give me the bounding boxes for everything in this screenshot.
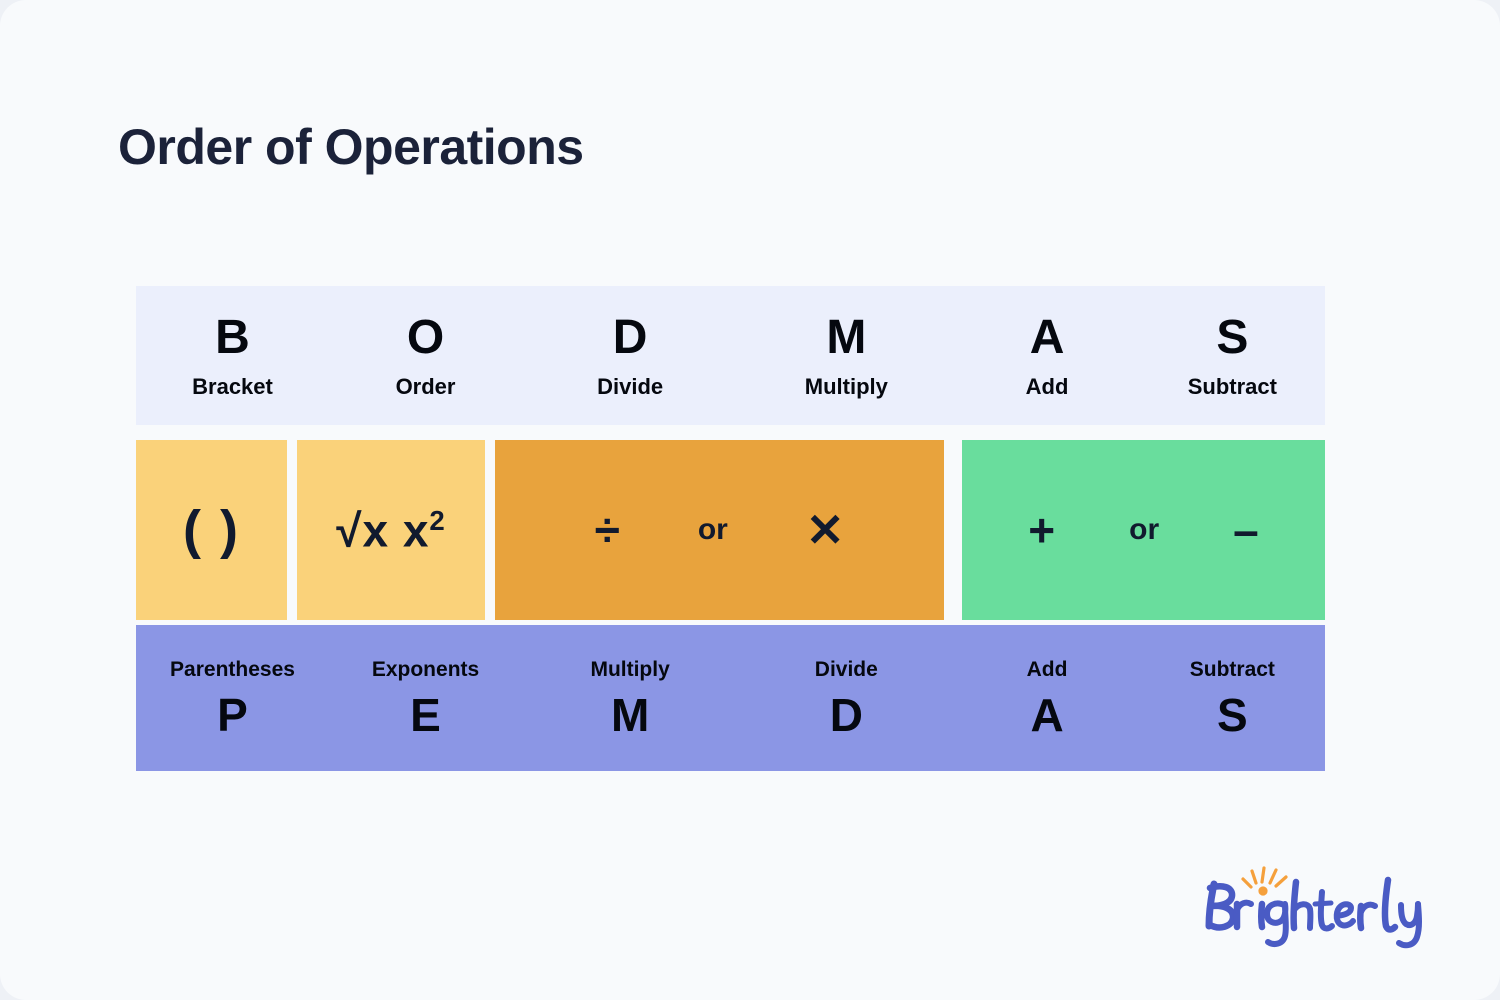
bodmas-word-divide: Divide <box>597 373 664 399</box>
bodmas-word-order: Order <box>395 373 456 399</box>
pemdas-letter-p: P <box>217 688 248 741</box>
bodmas-letter-b: B <box>215 310 250 364</box>
pemdas-letter-d: D <box>829 688 863 741</box>
bodmas-letter-d: D <box>612 310 648 364</box>
pemdas-word-multiply: Multiply <box>590 657 670 681</box>
bodmas-cell-divide: D Divide <box>522 310 738 399</box>
brighterly-wordmark <box>1205 876 1422 949</box>
or-label-multiply-divide: or <box>697 513 728 546</box>
pemdas-word-parentheses: Parentheses <box>170 657 295 681</box>
sunburst-core-icon <box>1258 886 1268 896</box>
bodmas-letter-m: M <box>826 310 867 364</box>
exponent-base-symbol: x <box>402 504 430 557</box>
symbol-row: ( ) √x x2 ÷ or ✕ + or – <box>136 440 1325 620</box>
pemdas-word-divide: Divide <box>814 657 878 681</box>
bodmas-word-bracket: Bracket <box>192 373 273 399</box>
pemdas-letter-a: A <box>1030 688 1064 741</box>
pemdas-cell-add: Add A <box>954 659 1139 738</box>
add-subtract-group: + or – <box>962 507 1325 553</box>
pemdas-word-add: Add <box>1026 657 1068 681</box>
bodmas-cell-order: O Order <box>329 310 522 399</box>
bodmas-letter-s: S <box>1216 310 1249 364</box>
pemdas-cell-subtract: Subtract S <box>1140 659 1325 738</box>
bodmas-letter-o: O <box>406 310 445 364</box>
pemdas-word-subtract: Subtract <box>1189 657 1275 681</box>
bodmas-word-add: Add <box>1025 373 1069 399</box>
symbol-block-parentheses: ( ) <box>136 440 287 620</box>
pemdas-cell-exponents: Exponents E <box>329 659 522 738</box>
divide-symbol: ÷ <box>594 504 620 556</box>
pemdas-cell-parentheses: Parentheses P <box>136 659 329 738</box>
symbol-block-exponent: √x x2 <box>297 440 485 620</box>
plus-symbol: + <box>1028 504 1056 556</box>
page-title: Order of Operations <box>118 119 584 175</box>
pemdas-word-exponents: Exponents <box>371 657 480 681</box>
bodmas-cell-bracket: B Bracket <box>136 310 329 399</box>
bodmas-letter-a: A <box>1029 310 1065 364</box>
exponent-power-symbol: 2 <box>429 504 446 536</box>
pemdas-letter-m: M <box>610 688 650 741</box>
square-root-symbol: √x <box>336 504 390 557</box>
pemdas-letter-e: E <box>410 688 441 741</box>
multiply-symbol: ✕ <box>805 504 845 556</box>
bodmas-cell-add: A Add <box>954 310 1139 399</box>
bodmas-cell-subtract: S Subtract <box>1140 310 1325 399</box>
multiply-divide-group: ÷ or ✕ <box>495 507 944 553</box>
bodmas-row: B Bracket O Order D Divide M Multiply A … <box>136 286 1325 425</box>
parentheses-symbol: ( ) <box>183 500 240 560</box>
minus-symbol: – <box>1233 504 1259 556</box>
or-label-add-subtract: or <box>1129 513 1160 546</box>
bodmas-word-multiply: Multiply <box>804 373 888 399</box>
brighterly-logo <box>1196 858 1436 950</box>
sunburst-icon <box>1241 866 1288 889</box>
bodmas-word-subtract: Subtract <box>1187 373 1277 399</box>
exponent-symbol: √x x2 <box>336 504 446 557</box>
bodmas-cell-multiply: M Multiply <box>738 310 954 399</box>
pemdas-cell-multiply: Multiply M <box>522 659 738 738</box>
pemdas-cell-divide: Divide D <box>738 659 954 738</box>
symbol-block-add-subtract: + or – <box>962 440 1325 620</box>
pemdas-row: Parentheses P Exponents E Multiply M Div… <box>136 625 1325 771</box>
symbol-block-multiply-divide: ÷ or ✕ <box>495 440 944 620</box>
pemdas-letter-s: S <box>1217 688 1248 741</box>
